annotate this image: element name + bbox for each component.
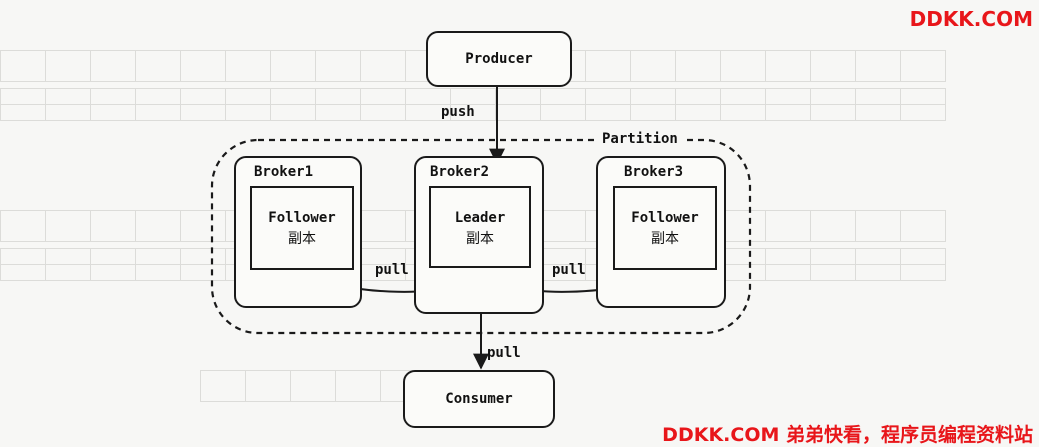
background-texture [0,88,946,121]
replica-role: Leader [454,210,506,226]
replica-role: Follower [268,210,336,226]
replica-sub: 副本 [288,231,316,247]
producer-label: Producer [465,51,533,67]
watermark-bottom: DDKK.COM 弟弟快看，程序员编程资料站 [662,424,1033,446]
replica-sub: 副本 [651,231,679,247]
consumer-label: Consumer [445,391,513,407]
partition-label: Partition [598,131,682,147]
push-label: push [441,104,475,120]
broker2-label: Broker2 [430,164,490,180]
producer-node: Producer [426,31,572,87]
replica-role: Follower [631,210,699,226]
broker1-label: Broker1 [254,164,314,180]
broker3-label: Broker3 [624,164,684,180]
pull-left-label: pull [375,262,409,278]
consumer-node: Consumer [403,370,555,428]
watermark-top: DDKK.COM [909,7,1033,31]
broker1-node: Broker1 Follower 副本 [234,156,362,308]
pull-down-label: pull [487,345,521,361]
follower-replica-box: Follower 副本 [613,186,717,270]
broker3-node: Broker3 Follower 副本 [596,156,726,308]
leader-replica-box: Leader 副本 [429,186,531,268]
broker2-node: Broker2 Leader 副本 [414,156,544,314]
follower-replica-box: Follower 副本 [250,186,354,270]
pull-right-label: pull [552,262,586,278]
replica-sub: 副本 [466,231,494,247]
